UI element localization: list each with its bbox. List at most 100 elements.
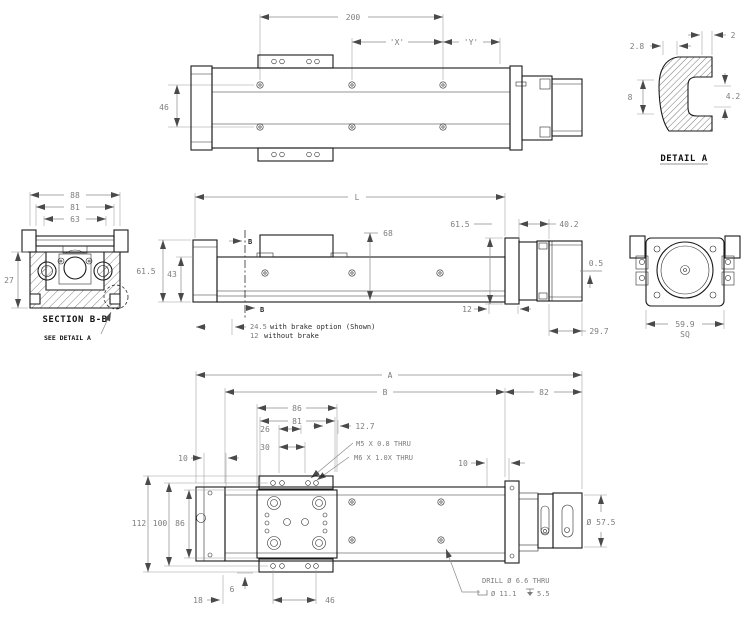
dim-12-side: 12 [462,305,472,314]
dim-10-right: 10 [458,459,468,468]
motor-top [551,78,583,137]
motor-tab-left [629,235,646,259]
side-adapter-housing [518,241,538,301]
dim-18: 18 [193,596,203,605]
detail-a-view: 2.8 2 8 4.2 DETAIL A [628,31,741,165]
side-end-plate [504,237,520,305]
section-marker-top: B [248,238,252,246]
section-bb-title: SECTION B-B [42,315,107,325]
dim-46-bottom: 46 [325,596,335,605]
dim-y: 'Y' [464,38,478,47]
counterbore-icon [477,590,488,596]
nobrake-note-label: without brake [264,332,319,340]
section-marker-bottom: B [260,306,264,314]
dim-motor-dia: Ø 57.5 [587,517,616,527]
side-end-cap [192,239,218,303]
carriage-hook-right [113,229,129,253]
dim-86-left: 86 [175,519,185,528]
drill-cbore-value: Ø 11.1 [491,590,516,598]
dim-88: 88 [70,191,80,200]
dim-86-top: 86 [292,404,302,413]
dim-10-left: 10 [178,454,188,463]
drill-note: DRILL Ø 6.6 THRU [482,577,549,585]
motor-pilot-boss [656,241,714,299]
top-view: 200 'X' 'Y' 46 [159,13,583,162]
dim-27: 27 [4,276,14,285]
depth-icon [526,588,534,596]
motor-shaft [680,265,690,275]
dim-A: A [388,371,393,380]
dim-40-2: 40.2 [559,220,578,229]
nobrake-note-value: 12 [250,332,258,340]
side-motor [548,240,583,302]
brake-note-value: 24.5 [250,323,267,331]
dim-30: 30 [260,443,270,452]
section-bb-view: 88 81 63 27 SECTION B-B [4,191,129,342]
carriage-mount-plate [256,489,338,559]
dim-2: 2 [731,31,736,40]
side-carriage [259,234,334,258]
dim-L: L [355,193,360,202]
rail-mount-holes [256,81,447,131]
dim-200: 200 [346,13,361,22]
end-block-right [509,65,523,151]
dim-82: 82 [539,388,549,397]
bottom-rail [224,486,506,562]
dim-8: 8 [628,93,633,102]
dim-sq: SQ [680,330,690,339]
m5-thread-note: M5 X 0.8 THRU [356,440,411,448]
dim-2-8: 2.8 [630,42,645,51]
guide-shaft-right [93,261,113,281]
side-rail-body [216,256,506,303]
dim-46: 46 [159,103,169,112]
detail-a-callout-circle [103,284,129,310]
end-cap-left [190,65,213,151]
rail-body [211,67,511,149]
dim-81-bottom: 81 [292,417,302,426]
bottom-end-plate [504,480,520,564]
motor-tab-right [724,235,741,259]
side-plate-holes [271,58,320,158]
dim-43: 43 [167,270,177,279]
flange-corner-holes [653,245,717,299]
see-detail-a-label: SEE DETAIL A [44,334,91,342]
dim-4-2: 4.2 [726,92,741,101]
dim-12-7: 12.7 [355,422,374,431]
dim-B: B [383,388,388,397]
bottom-side-plate-top [258,475,334,490]
dim-81-section: 81 [70,203,80,212]
carriage-side-plate-top [257,54,334,69]
dim-112: 112 [132,519,147,528]
carriage-hook-left [21,229,37,253]
detail-a-profile [658,56,713,132]
ball-screw [63,256,87,280]
side-view: L B B 68 6 [136,193,609,340]
bottom-view: A B 82 86 81 26 30 12.7 M5 X [132,371,616,605]
dim-100: 100 [153,519,168,528]
base-extrusion-section [29,251,121,309]
dim-26: 26 [260,425,270,434]
motor-adapter [521,75,553,141]
bottom-end-cap [195,486,226,562]
detail-a-title: DETAIL A [660,154,707,164]
guide-shaft-left [37,261,57,281]
side-rail-holes [261,269,444,277]
carriage-plate [35,235,115,247]
dim-68: 68 [383,229,393,238]
dim-59-9: 59.9 [675,320,694,329]
dim-6: 6 [230,585,235,594]
m6-thread-note: M6 X 1.0X THRU [354,454,413,462]
bottom-side-plate-holes [270,480,319,569]
dim-29-7: 29.7 [589,327,608,336]
bottom-motor [552,492,583,549]
motor-flange [645,237,725,307]
dim-0-5: 0.5 [589,259,604,268]
motor-end-view: 59.9 SQ [629,235,741,339]
drill-depth-value: 5.5 [537,590,550,598]
dim-61-5-left: 61.5 [136,267,155,276]
carriage-plate-holes [264,496,328,550]
bottom-side-plate-bottom [258,558,334,573]
brake-note-label: with brake option (Shown) [270,323,375,331]
